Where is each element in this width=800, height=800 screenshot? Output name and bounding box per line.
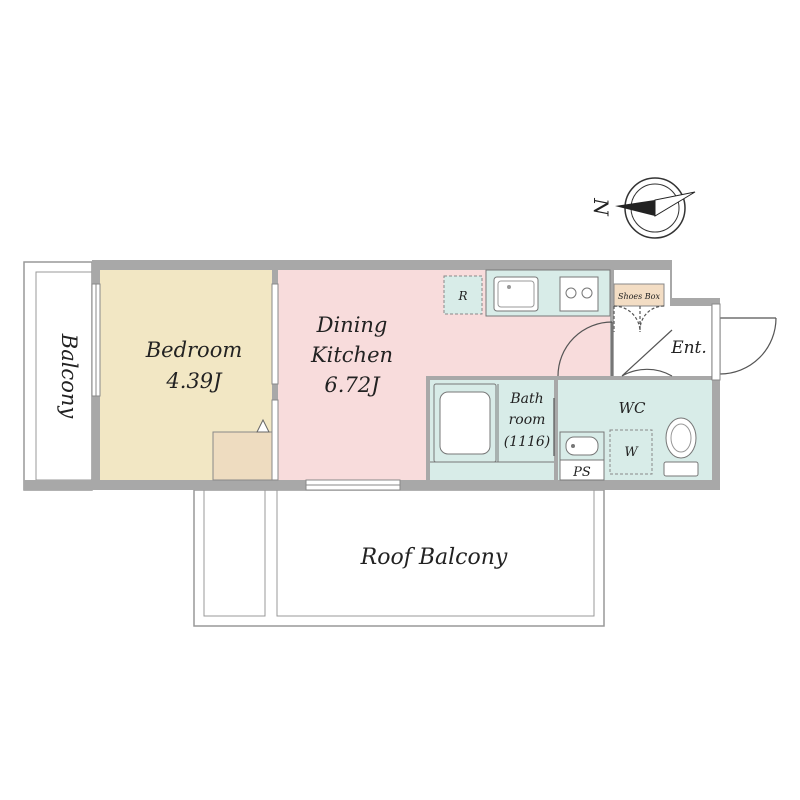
bath-wc-partition [554,380,558,480]
bedroom-label: Bedroom [145,338,243,362]
bathroom-label-line1: Bath [509,391,543,407]
front-door [719,317,777,375]
washer-label: W [624,445,639,460]
burner-right [581,287,593,299]
wc-label: WC [619,399,646,417]
compass-needle-south [654,191,696,217]
toilet-seat [670,423,692,453]
bathtub-basin [439,391,491,455]
kitchen-counter [485,269,611,317]
closet-floor [212,431,273,481]
dining-kitchen-size: 6.72J [324,373,381,397]
closet-door-marker [256,418,270,433]
compass: N [589,177,696,239]
roof-balcony-inner-line [276,490,595,617]
bath-north-wall [428,376,712,380]
balcony-label: Balcony [57,333,81,420]
bedroom-size: 4.39J [165,369,223,393]
compass-label: N [589,197,613,217]
entrance-label: Ent. [670,338,707,358]
left-balcony: Balcony [23,261,93,491]
windows [91,283,401,491]
washbasin-drain [571,444,575,448]
entrance-step [670,306,712,380]
washer-space [609,429,653,475]
roof-balcony-outline [193,489,605,627]
roof-balcony-label: Roof Balcony [360,545,508,570]
burner-left [565,287,577,299]
compass-needle-north [615,200,655,216]
sink-basin [497,280,535,308]
dining-kitchen-label-line1: Dining [316,313,388,337]
entrance-interior-door [557,321,613,377]
entrance-corridor-door [621,329,673,377]
closet-door-strip [271,399,279,481]
pipe-space-label: PS [572,465,591,480]
bathroom-label-line2: room [509,412,546,428]
shoes-box-doors [613,305,665,333]
partition-door-strip [271,283,279,385]
dining-kitchen-label-line2: Kitchen [310,343,393,367]
pipe-space [559,459,605,481]
refrigerator-space [443,275,483,315]
sink [493,276,539,312]
bathroom-fixtures [430,383,555,463]
roof-balcony-railing [203,490,266,617]
roof-balcony: Roof Balcony [193,489,605,627]
bathroom-size: (1116) [504,434,551,450]
sink-drain [507,285,511,289]
refrigerator: R [443,275,483,315]
washbasin-bowl [565,436,599,456]
shoes-box-label: Shoes Box [618,292,661,301]
refrigerator-label: R [457,289,467,303]
wc-fixtures [559,417,699,481]
front-door-frame [711,303,721,381]
dining-kitchen-floor [278,270,612,480]
shoes-box: Shoes Box [613,283,665,307]
shoes-box-cabinet [613,283,665,307]
toilet-tank [663,461,699,477]
bath-west-wall [426,376,430,480]
